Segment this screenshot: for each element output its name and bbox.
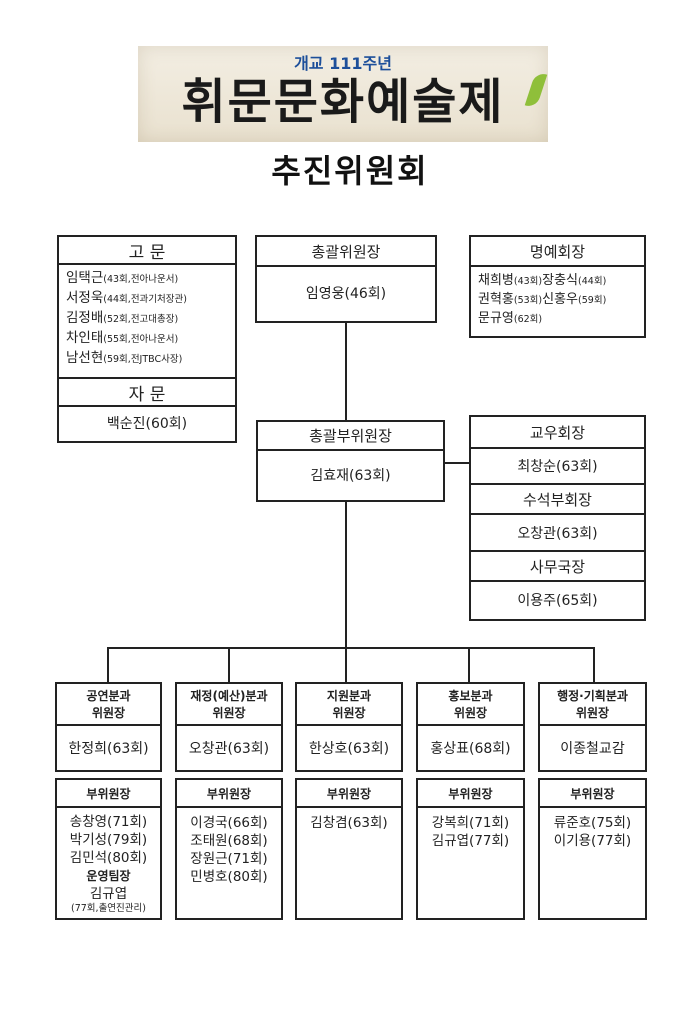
list-item: 서정욱(44회,전과기처장관) xyxy=(66,290,187,306)
list-item: 김정배(52회,전고대총장) xyxy=(66,310,179,326)
deputy-header: 부위원장 xyxy=(177,780,281,808)
consult-header: 자 문 xyxy=(59,377,235,407)
alumni-president-header: 교우회장 xyxy=(471,417,644,449)
vice-chair-box: 총괄부위원장 김효재(63회) xyxy=(256,420,445,502)
honorary-box: 명예회장 채희병(43회)장충식(44회) 권혁홍(53회)신홍우(59회) 문… xyxy=(469,235,646,338)
list-item: 임택근(43회,전아나운서) xyxy=(66,270,179,286)
list-item: 강복희(71회) xyxy=(431,815,510,831)
deputy-list: 이경국(66회) 조태원(68회) 장원근(71회) 민병호(80회) xyxy=(177,808,281,886)
secretary-general-header: 사무국장 xyxy=(471,550,644,582)
division-pr-deputies: 부위원장 강복희(71회) 김규엽(77회) xyxy=(416,778,525,920)
list-item: 이기용(77회) xyxy=(553,833,632,849)
deputy-header: 부위원장 xyxy=(57,780,160,808)
connector-vice-right xyxy=(445,462,469,464)
list-item: 채희병(43회)장충식(44회) xyxy=(478,273,607,288)
list-item: 김창겸(63회) xyxy=(310,815,388,831)
division-admin-chair: 이종철교감 xyxy=(560,741,625,757)
deputy-header: 부위원장 xyxy=(540,780,645,808)
senior-vp-member: 오창관(63회) xyxy=(517,525,598,542)
chair-header: 총괄위원장 xyxy=(257,237,435,267)
banner-subtitle: 개교 111주년 xyxy=(294,54,392,73)
deputy-list: 김창겸(63회) xyxy=(297,808,401,832)
advisors-box: 고 문 임택근(43회,전아나운서) 서정욱(44회,전과기처장관) 김정배(5… xyxy=(57,235,237,443)
division-finance-deputies: 부위원장 이경국(66회) 조태원(68회) 장원근(71회) 민병호(80회) xyxy=(175,778,283,920)
consult-member: 백순진(60회) xyxy=(106,416,188,432)
vice-chair-member: 김효재(63회) xyxy=(310,467,391,484)
deputy-header: 부위원장 xyxy=(418,780,523,808)
division-performance-deputies: 부위원장 송창영(71회) 박기성(79회) 김민석(80회) 운영팀장 김규엽… xyxy=(55,778,162,920)
list-item: 이경국(66회) xyxy=(190,815,268,831)
division-support-chair: 한상호(63회) xyxy=(308,741,390,757)
deputy-header: 부위원장 xyxy=(297,780,401,808)
connector-division-bus xyxy=(107,647,595,649)
banner-title: 휘문문화예술제 xyxy=(181,74,505,130)
list-item: 김민석(80회) xyxy=(69,850,148,866)
advisors-header: 고 문 xyxy=(59,237,235,265)
division-finance-chair: 오창관(63회) xyxy=(188,741,270,757)
honorary-list: 채희병(43회)장충식(44회) 권혁홍(53회)신홍우(59회) 문규영(62… xyxy=(471,267,644,329)
list-item: 김규엽(77회) xyxy=(431,833,510,849)
team-leader-name: 김규엽 xyxy=(89,886,128,902)
list-item: 권혁홍(53회)신홍우(59회) xyxy=(478,292,607,307)
division-pr-chair: 홍상표(68회) xyxy=(430,741,511,757)
alumni-box: 교우회장 최창순(63회) 수석부회장 오창관(63회) 사무국장 이용주(65… xyxy=(469,415,646,621)
connector-division-2 xyxy=(228,647,230,682)
list-item: 장원근(71회) xyxy=(190,851,268,867)
list-item: 송창영(71회) xyxy=(69,814,148,830)
deputy-list: 류준호(75회) 이기용(77회) xyxy=(540,808,645,850)
connector-vice-divisions xyxy=(345,500,347,649)
list-item: 남선현(59회,전JTBC사장) xyxy=(66,350,183,366)
list-item: 조태원(68회) xyxy=(190,833,268,849)
festival-banner: 개교 111주년 휘문문화예술제 xyxy=(138,46,548,142)
connector-chair-vice xyxy=(345,322,347,420)
division-support-deputies: 부위원장 김창겸(63회) xyxy=(295,778,403,920)
division-performance-chair: 한정희(63회) xyxy=(68,741,149,757)
list-item: 박기성(79회) xyxy=(69,832,148,848)
team-leader-note: (77회,출연진관리) xyxy=(71,903,146,914)
connector-division-3 xyxy=(345,647,347,682)
list-item: 차인태(55회,전아나운서) xyxy=(66,330,179,346)
connector-division-1 xyxy=(107,647,109,682)
list-item: 문규영(62회) xyxy=(478,311,543,326)
connector-division-4 xyxy=(468,647,470,682)
honorary-header: 명예회장 xyxy=(471,237,644,267)
connector-division-5 xyxy=(593,647,595,682)
advisors-list: 임택근(43회,전아나운서) 서정욱(44회,전과기처장관) 김정배(52회,전… xyxy=(59,265,235,377)
list-item: 류준호(75회) xyxy=(553,815,632,831)
list-item: 민병호(80회) xyxy=(190,869,268,885)
deputy-list: 송창영(71회) 박기성(79회) 김민석(80회) 운영팀장 김규엽 (77회… xyxy=(57,808,160,915)
team-leader-header: 운영팀장 xyxy=(86,869,131,883)
alumni-president-member: 최창순(63회) xyxy=(517,459,598,475)
vice-chair-header: 총괄부위원장 xyxy=(258,422,443,451)
chair-box: 총괄위원장 임영웅(46회) xyxy=(255,235,437,323)
chair-member: 임영웅(46회) xyxy=(305,286,387,302)
secretary-general-member: 이용주(65회) xyxy=(517,592,598,609)
senior-vp-header: 수석부회장 xyxy=(471,483,644,515)
division-admin-deputies: 부위원장 류준호(75회) 이기용(77회) xyxy=(538,778,647,920)
deputy-list: 강복희(71회) 김규엽(77회) xyxy=(418,808,523,850)
page-title: 추진위원회 xyxy=(271,152,429,190)
